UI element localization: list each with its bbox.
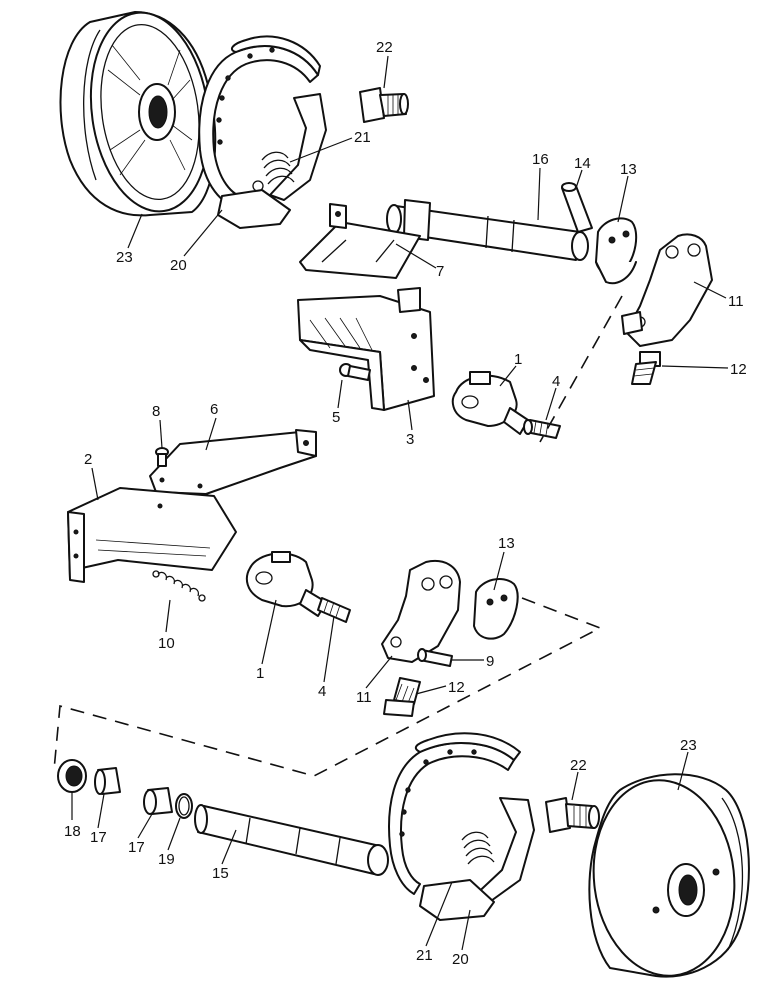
callout-6: 6 (210, 401, 218, 418)
wheel-cylinder-1-top (451, 371, 529, 435)
bushing-17-b (143, 787, 173, 815)
callout-11: 11 (728, 293, 744, 310)
callout-15: 15 (212, 865, 229, 882)
callout-17: 17 (90, 829, 107, 846)
bolt-12-top (631, 351, 661, 385)
callout-20: 20 (170, 257, 187, 274)
pin-9 (417, 648, 453, 667)
callout-19: 19 (158, 851, 175, 868)
lever-11-lower (381, 560, 461, 663)
cam-13-top (595, 217, 638, 285)
callout-11: 11 (356, 689, 372, 706)
bolt-22-top (359, 87, 409, 123)
callout-21: 21 (354, 129, 371, 146)
callout-3: 3 (406, 431, 414, 448)
leader-lines (71, 55, 729, 951)
callout-1: 1 (514, 351, 522, 368)
ring-19 (175, 793, 193, 819)
callout-13: 13 (498, 535, 515, 552)
bracket-2 (67, 487, 237, 583)
screw-4-top (523, 419, 561, 439)
screw-4-lower (317, 597, 351, 623)
callout-23: 23 (116, 249, 133, 266)
callout-9: 9 (486, 653, 494, 670)
callout-13: 13 (620, 161, 637, 178)
bushing-17-a (94, 767, 121, 795)
callout-16: 16 (532, 151, 549, 168)
callout-labels: 22 21 16 14 13 23 20 7 11 1 12 4 5 3 8 6… (64, 39, 747, 968)
callout-4: 4 (318, 683, 326, 700)
callout-2: 2 (84, 451, 92, 468)
bolt-22-bottom (545, 797, 600, 833)
callout-23: 23 (680, 737, 697, 754)
brake-drum-top (59, 11, 217, 217)
callout-7: 7 (436, 263, 444, 280)
plate-7 (299, 203, 421, 279)
callout-12: 12 (448, 679, 465, 696)
callout-4: 4 (552, 373, 560, 390)
callout-8: 8 (152, 403, 160, 420)
seal-18 (57, 759, 87, 793)
bracket-3 (297, 287, 435, 411)
callout-12: 12 (730, 361, 747, 378)
spring-10 (152, 570, 206, 602)
callout-5: 5 (332, 409, 340, 426)
plate-6 (149, 429, 317, 495)
callout-21: 21 (416, 947, 433, 964)
wheel-cylinder-1-lower (245, 551, 327, 617)
callout-10: 10 (158, 635, 175, 652)
dashed-connectors (53, 295, 623, 777)
lever-11-top (621, 233, 713, 347)
callout-18: 18 (64, 823, 81, 840)
brake-shoe-bottom (388, 732, 535, 921)
callout-17: 17 (128, 839, 145, 856)
callout-1: 1 (256, 665, 264, 682)
callout-22: 22 (376, 39, 393, 56)
bolt-12-lower (383, 677, 421, 717)
screw-5 (339, 363, 371, 381)
screw-8 (155, 447, 169, 467)
callout-22: 22 (570, 757, 587, 774)
callout-20: 20 (452, 951, 469, 968)
callout-14: 14 (574, 155, 591, 172)
shaft-15 (194, 804, 389, 876)
cam-13-lower (473, 577, 519, 640)
shaft-16 (386, 199, 589, 261)
pin-14 (561, 182, 593, 233)
brake-shoe-top (198, 35, 327, 229)
brake-drum-bottom (588, 773, 750, 978)
